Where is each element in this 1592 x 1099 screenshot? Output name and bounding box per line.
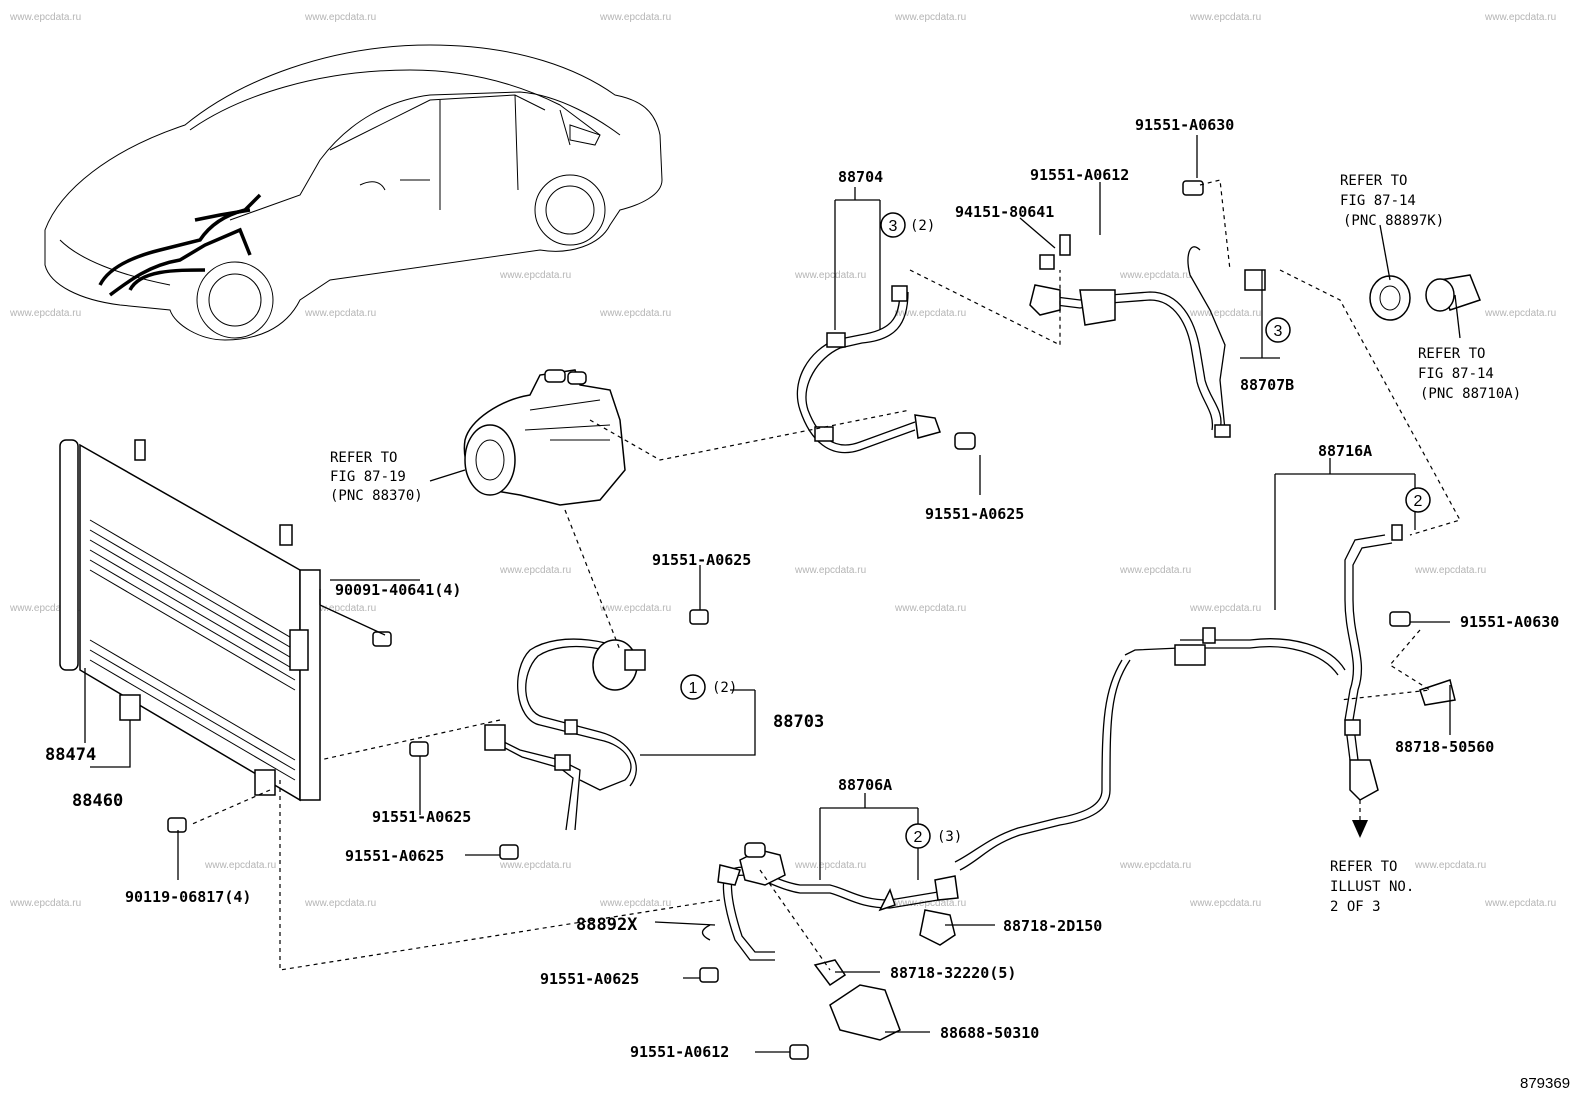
label-91551-a0625-e[interactable]: 91551-A0625 [540,970,639,988]
label-88460[interactable]: 88460 [72,791,123,811]
label-91551-a0625-b[interactable]: 91551-A0625 [652,551,751,569]
label-94151-80641[interactable]: 94151-80641 [955,203,1054,221]
svg-text:www.epcdata.ru: www.epcdata.ru [894,12,966,23]
circle-1: 1 [689,680,698,697]
refer-fig-87-19-line1: REFER TO [330,450,397,466]
svg-text:www.epcdata.ru: www.epcdata.ru [1484,12,1556,23]
refer-fig-87-14-b-line3: (PNC 88710A) [1420,386,1521,402]
label-88718-32220[interactable]: 88718-32220(5) [890,964,1016,982]
liquid-tube-88716a [954,524,1456,871]
label-90119-06817[interactable]: 90119-06817(4) [125,888,251,906]
receiver-assembly [484,638,646,831]
label-88688-50310[interactable]: 88688-50310 [940,1024,1039,1042]
label-91551-a0625-c[interactable]: 91551-A0625 [372,808,471,826]
svg-text:www.epcdata.ru: www.epcdata.ru [1414,565,1486,576]
svg-text:www.epcdata.ru: www.epcdata.ru [1189,308,1261,319]
svg-text:www.epcdata.ru: www.epcdata.ru [599,12,671,23]
svg-text:www.epcdata.ru: www.epcdata.ru [1119,860,1191,871]
refer-illust-line2: ILLUST NO. [1330,879,1414,895]
dashed-connection-lines [189,179,1461,971]
part-labels: 88704 91551-A0630 91551-A0612 94151-8064… [45,116,1559,1061]
label-91551-a0612-bot[interactable]: 91551-A0612 [630,1043,729,1061]
label-91551-a0630-top[interactable]: 91551-A0630 [1135,116,1234,134]
refer-fig-87-19-line3: (PNC 88370) [330,488,423,504]
svg-text:www.epcdata.ru: www.epcdata.ru [9,898,81,909]
svg-text:www.epcdata.ru: www.epcdata.ru [599,308,671,319]
label-88474[interactable]: 88474 [45,745,96,765]
pipe-88707b [1029,180,1266,438]
svg-text:www.epcdata.ru: www.epcdata.ru [9,308,81,319]
discharge-hose [796,285,976,454]
label-91551-a0630-right[interactable]: 91551-A0630 [1460,613,1559,631]
svg-text:www.epcdata.ru: www.epcdata.ru [9,12,81,23]
label-88706a[interactable]: 88706A [838,776,892,794]
svg-text:www.epcdata.ru: www.epcdata.ru [204,860,276,871]
svg-text:www.epcdata.ru: www.epcdata.ru [1119,565,1191,576]
refer-fig-87-14-a-line2: FIG 87-14 [1340,193,1416,209]
svg-text:www.epcdata.ru: www.epcdata.ru [1189,12,1261,23]
svg-text:www.epcdata.ru: www.epcdata.ru [1414,860,1486,871]
label-88703[interactable]: 88703 [773,712,824,732]
circle-2-a: 2 [1414,493,1423,510]
svg-text:www.epcdata.ru: www.epcdata.ru [304,603,376,614]
refer-fig-87-19-line2: FIG 87-19 [330,469,406,485]
discharge-tube-88706a [701,842,959,1041]
svg-text:www.epcdata.ru: www.epcdata.ru [1189,898,1261,909]
svg-text:www.epcdata.ru: www.epcdata.ru [499,270,571,281]
svg-text:www.epcdata.ru: www.epcdata.ru [1119,270,1191,281]
svg-text:www.epcdata.ru: www.epcdata.ru [599,898,671,909]
circle-3-a: 3 [889,218,898,235]
reference-notes: REFER TO FIG 87-19 (PNC 88370) REFER TO … [330,173,1521,915]
circle-1-qty: (2) [712,680,737,696]
refer-fig-87-14-a-line3: (PNC 88897K) [1343,213,1444,229]
svg-text:www.epcdata.ru: www.epcdata.ru [304,12,376,23]
label-90091-40641[interactable]: 90091-40641(4) [335,581,461,599]
figure-number: 879369 [1520,1075,1570,1092]
circle-2-b: 2 [914,829,923,846]
svg-text:www.epcdata.ru: www.epcdata.ru [794,860,866,871]
svg-text:www.epcdata.ru: www.epcdata.ru [894,898,966,909]
label-88707b[interactable]: 88707B [1240,376,1294,394]
svg-text:www.epcdata.ru: www.epcdata.ru [304,898,376,909]
refer-fig-87-14-b-line1: REFER TO [1418,346,1485,362]
svg-text:www.epcdata.ru: www.epcdata.ru [1484,308,1556,319]
refer-illust-line1: REFER TO [1330,859,1397,875]
label-91551-a0625-a[interactable]: 91551-A0625 [925,505,1024,523]
svg-text:www.epcdata.ru: www.epcdata.ru [304,308,376,319]
refer-fig-87-14-b-line2: FIG 87-14 [1418,366,1494,382]
bolts [167,609,809,1060]
label-88716a[interactable]: 88716A [1318,442,1372,460]
callout-circles: 3 (2) 3 2 1 (2) 2 (3) [680,212,1431,849]
refer-illust-line3: 2 OF 3 [1330,899,1381,915]
label-88704[interactable]: 88704 [838,168,883,186]
label-91551-a0612-top[interactable]: 91551-A0612 [1030,166,1129,184]
condenser-assembly [59,439,321,802]
compressor [463,369,626,506]
svg-text:www.epcdata.ru: www.epcdata.ru [794,565,866,576]
label-88892x[interactable]: 88892X [576,915,638,935]
circle-3-b: 3 [1274,323,1283,340]
label-91551-a0625-d[interactable]: 91551-A0625 [345,847,444,865]
leader-lines [84,135,1461,1053]
svg-text:www.epcdata.ru: www.epcdata.ru [894,308,966,319]
circle-2-b-qty: (3) [937,829,962,845]
svg-text:www.epcdata.ru: www.epcdata.ru [9,603,81,614]
circle-3-a-qty: (2) [910,218,935,234]
svg-text:www.epcdata.ru: www.epcdata.ru [499,860,571,871]
refer-fig-87-14-a-line1: REFER TO [1340,173,1407,189]
label-88718-2d150[interactable]: 88718-2D150 [1003,917,1102,935]
svg-text:www.epcdata.ru: www.epcdata.ru [794,270,866,281]
svg-text:www.epcdata.ru: www.epcdata.ru [499,565,571,576]
label-88718-50560[interactable]: 88718-50560 [1395,738,1494,756]
pressure-switch-parts [1369,274,1481,321]
svg-text:www.epcdata.ru: www.epcdata.ru [1189,603,1261,614]
vehicle-illustration [44,44,663,341]
watermarks: www.epcdata.ru www.epcdata.ru www.epcdat… [9,12,1556,909]
svg-text:www.epcdata.ru: www.epcdata.ru [1484,898,1556,909]
svg-text:www.epcdata.ru: www.epcdata.ru [599,603,671,614]
svg-text:www.epcdata.ru: www.epcdata.ru [894,603,966,614]
